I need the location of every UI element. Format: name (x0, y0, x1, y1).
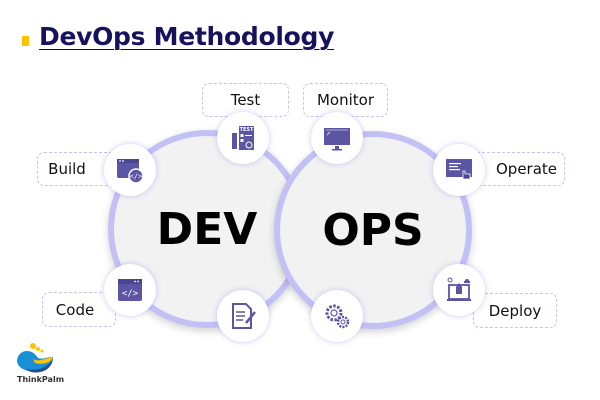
svg-text:</>: </> (122, 289, 139, 299)
svg-text:TEST: TEST (240, 127, 254, 133)
label-code: Code (42, 292, 116, 327)
ops-label: OPS (322, 204, 424, 256)
label-monitor: Monitor (303, 83, 388, 117)
deploy-icon (433, 264, 485, 316)
document-edit-icon (217, 290, 269, 342)
dev-label: DEV (156, 203, 258, 255)
thinkpalm-logo-icon (15, 343, 57, 375)
test-icon: TEST (217, 112, 269, 164)
label-deploy: Deploy (473, 293, 557, 328)
gears-icon (311, 290, 363, 342)
label-build: Build (37, 152, 117, 186)
label-test: Test (202, 83, 289, 117)
operate-icon (433, 144, 485, 196)
code-icon: </> (104, 264, 156, 316)
svg-text:</>: </> (130, 173, 143, 181)
label-operate: Operate (470, 152, 565, 186)
page-title: DevOps Methodology (39, 22, 335, 51)
logo-text: ThinkPalm (17, 375, 65, 384)
build-icon: </> (104, 144, 156, 196)
title-marker (22, 36, 29, 46)
monitor-icon (311, 112, 363, 164)
